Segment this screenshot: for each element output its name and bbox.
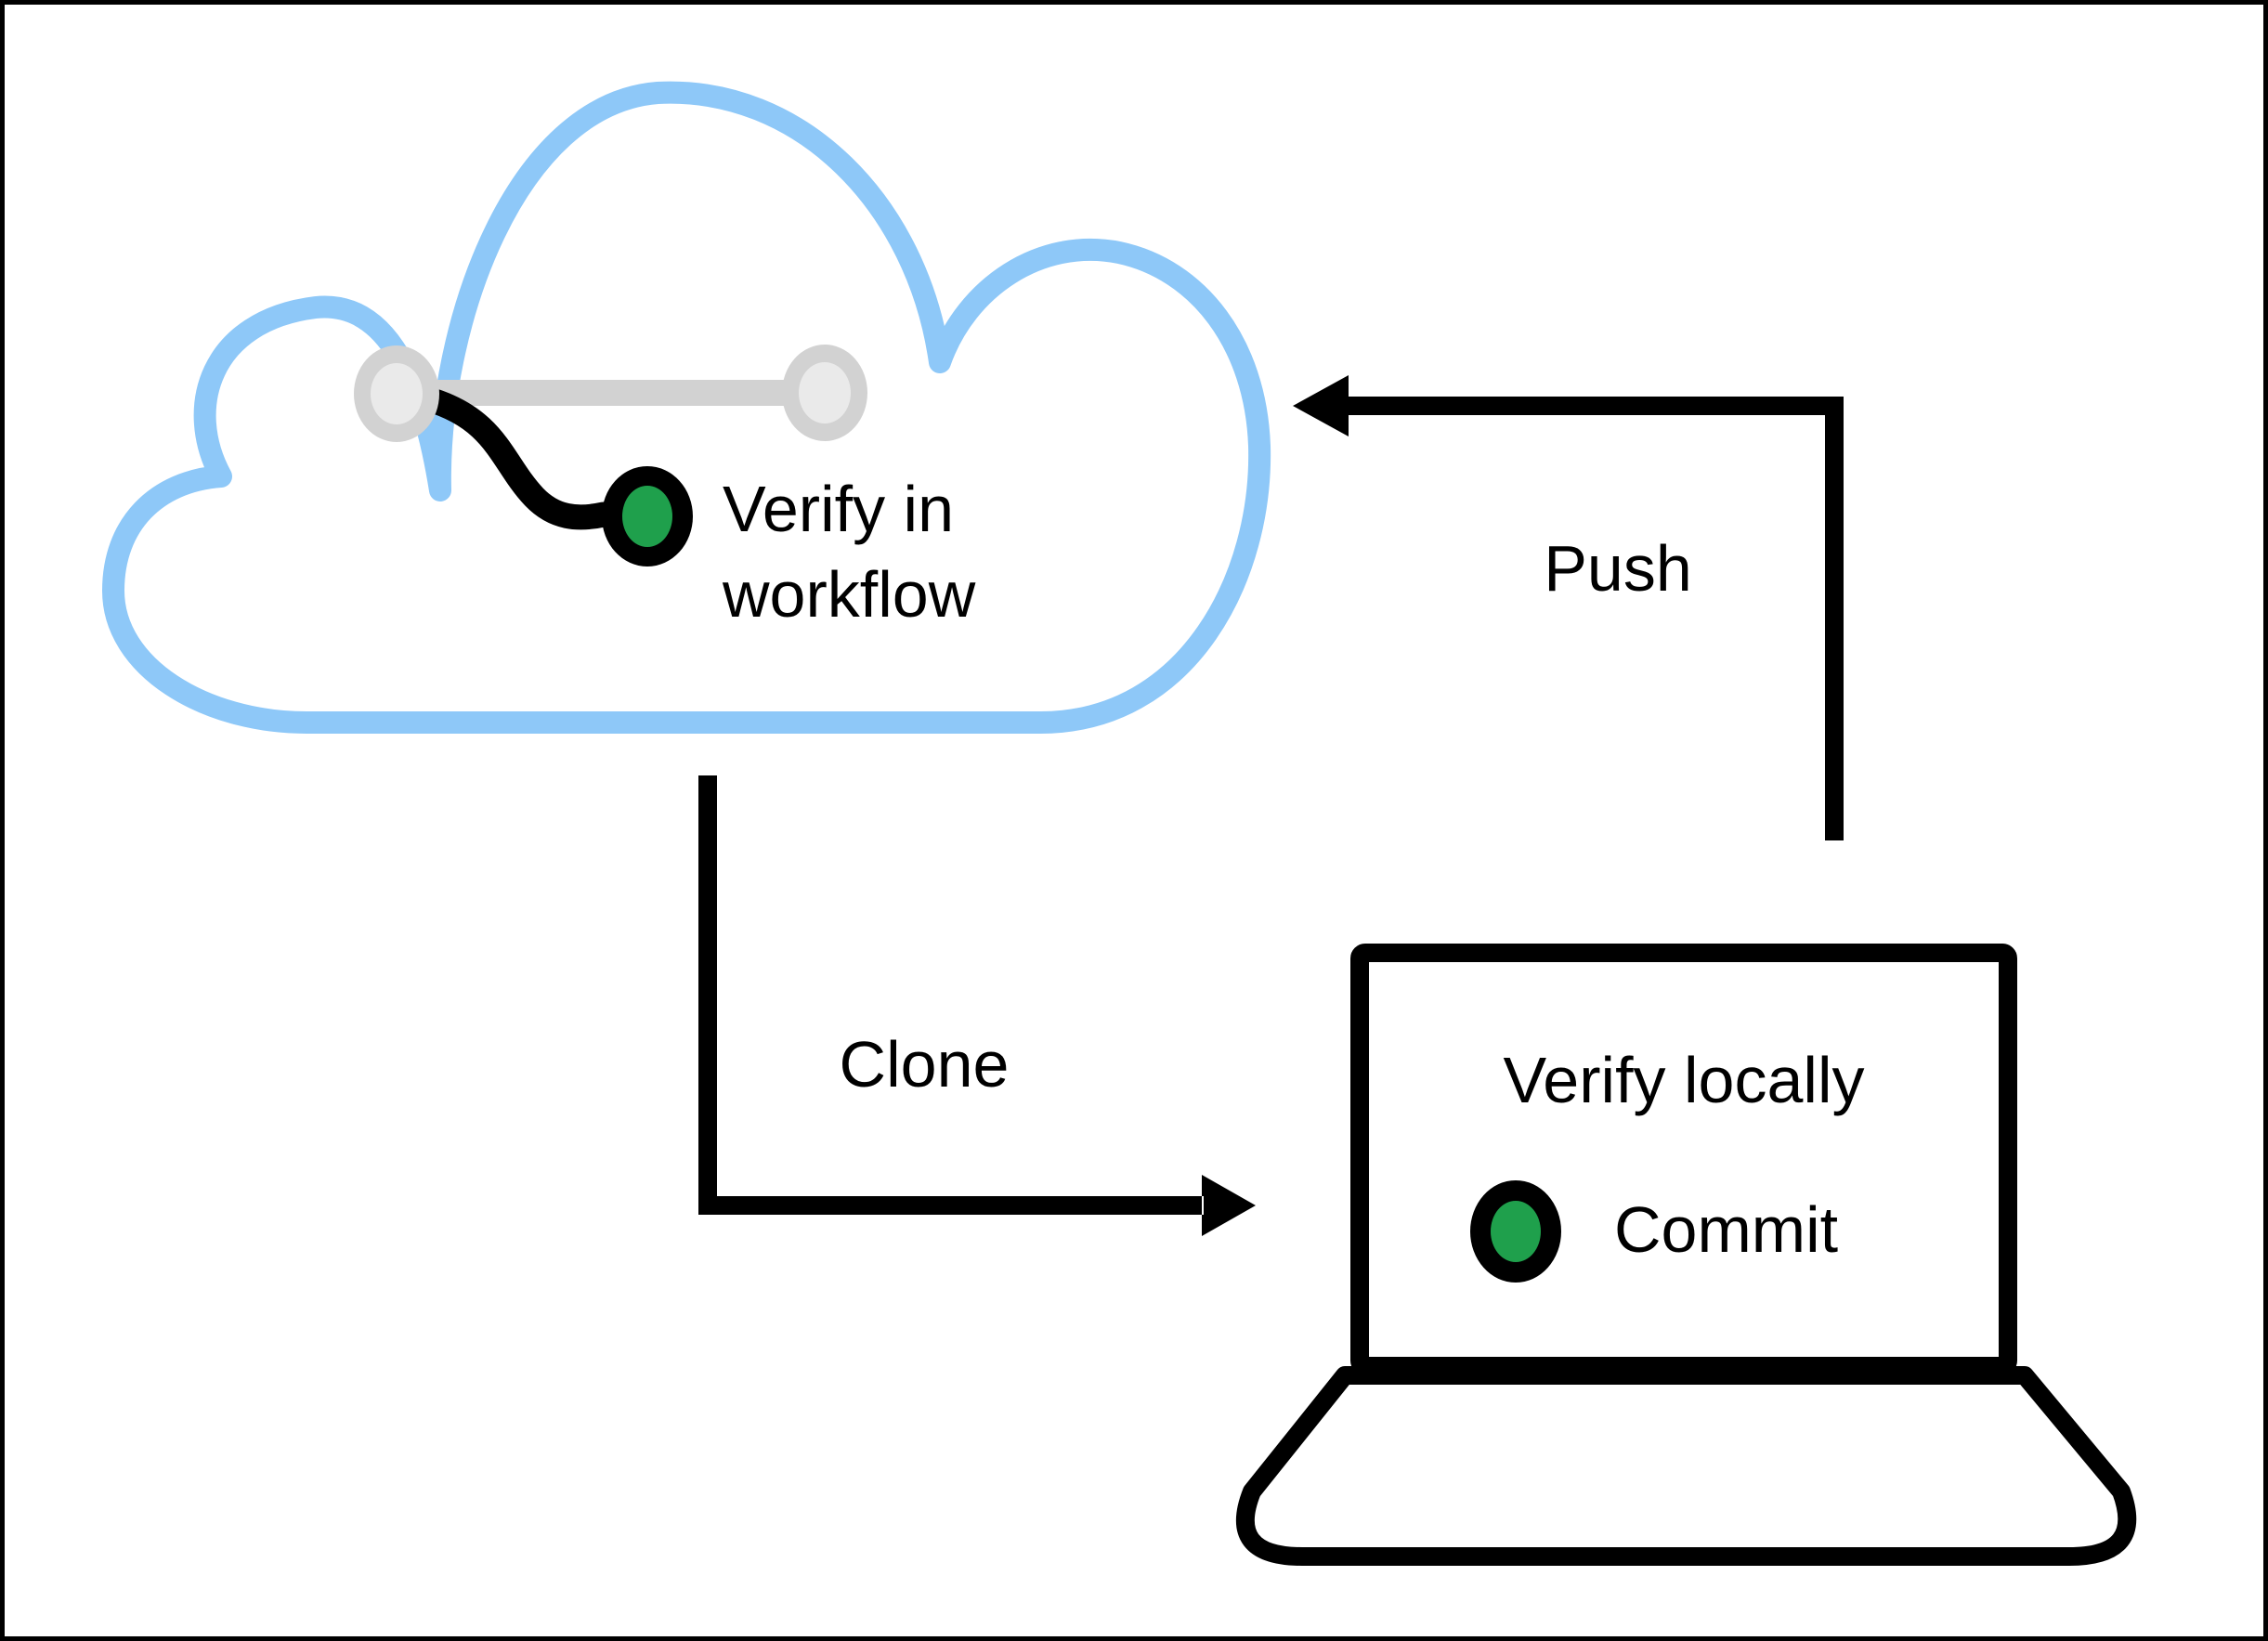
commit-dot: [1470, 1180, 1561, 1283]
clone-label: Clone: [840, 1028, 1010, 1101]
verify-in-workflow-line2: workflow: [722, 558, 976, 631]
push-label: Push: [1544, 532, 1692, 605]
git-branch-icon: [354, 345, 867, 567]
git-branch-bar: [409, 380, 827, 406]
verify-locally-label: Verify locally: [1503, 1044, 1864, 1116]
laptop-screen: [1350, 944, 2017, 1375]
laptop-icon: Verify locally Commit: [1235, 944, 2137, 1566]
git-branch-curve: [416, 386, 617, 530]
push-arrow: [1293, 375, 1844, 840]
git-node-right: [782, 345, 867, 441]
cloud-icon: [102, 81, 1271, 734]
verify-in-workflow-line1: Verify in: [723, 473, 954, 545]
git-commit-node: [602, 466, 693, 567]
commit-label: Commit: [1614, 1193, 1838, 1266]
laptop-base: [1235, 1366, 2137, 1566]
verify-in-workflow-label: Verify in workflow: [722, 473, 976, 631]
git-node-left: [354, 345, 439, 442]
